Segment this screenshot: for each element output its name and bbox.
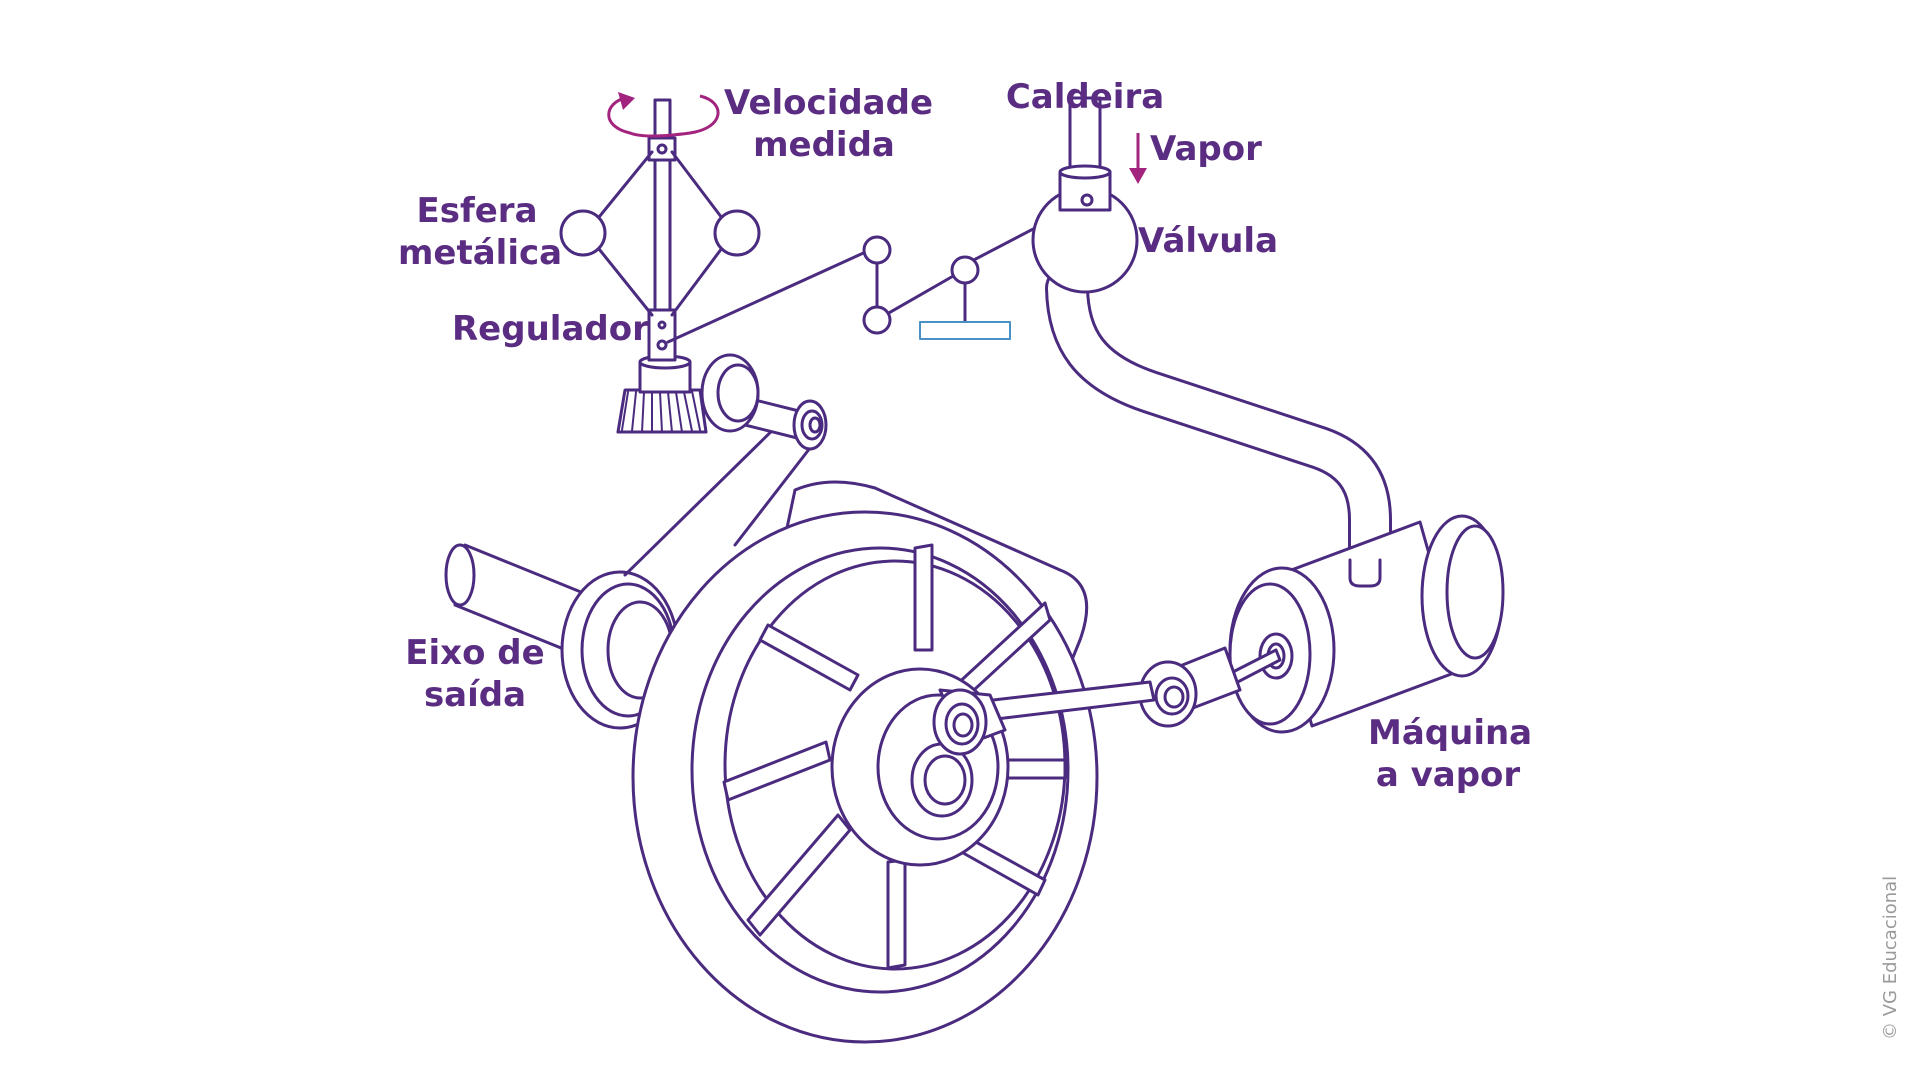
flyball-left	[559, 209, 607, 257]
steam-pipe	[1045, 266, 1392, 602]
governor-pulley	[700, 353, 828, 451]
label-esfera-metalica: Esfera metálica	[398, 191, 563, 273]
label-maquina-a-vapor: Máquina a vapor	[1368, 713, 1533, 795]
label-valvula: Válvula	[1138, 221, 1279, 261]
output-shaft	[444, 543, 680, 730]
copyright-credit: © VG Educacional	[1880, 875, 1901, 1040]
steam-flow-arrow-icon	[1129, 133, 1147, 184]
flyball-right	[713, 209, 761, 257]
connecting-rod	[932, 680, 1156, 756]
lever-pivot-base	[919, 321, 1011, 340]
piston-rod	[1138, 646, 1282, 728]
throttle-valve	[1031, 96, 1139, 294]
rotation-arrow-icon	[607, 92, 720, 138]
bevel-gear	[616, 354, 708, 434]
steam-engine-cylinder	[1228, 514, 1505, 734]
label-regulador: Regulador	[452, 309, 649, 349]
drive-belt	[623, 416, 812, 577]
label-eixo-de-saida: Eixo de saída	[405, 633, 545, 715]
flyball-governor	[559, 98, 761, 362]
label-vapor: Vapor	[1150, 129, 1262, 169]
flywheel	[631, 480, 1099, 1044]
label-velocidade-medida: Velocidade medida	[724, 83, 934, 165]
label-caldeira: Caldeira	[1005, 77, 1165, 117]
